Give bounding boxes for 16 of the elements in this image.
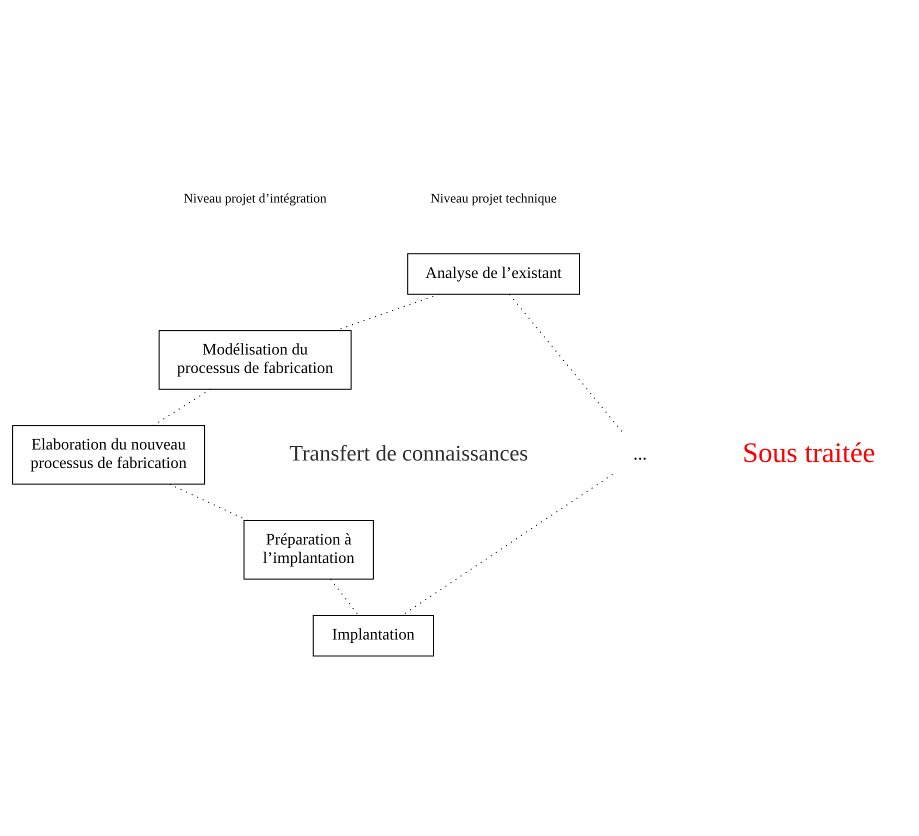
node-text: ... [633,442,647,463]
label: Niveau projet d’intégration [184,190,327,206]
connector [402,473,613,616]
node-box: Implantation [312,614,434,656]
node-box: Elaboration du nouveau processus de fabrication [12,424,206,484]
connector [153,388,211,426]
connector [509,294,624,434]
label: Niveau projet technique [430,190,557,206]
label: Sous traitée [742,437,876,468]
connector [330,578,359,616]
node-box: Analyse de l’existant [407,252,580,294]
label: Transfert de connaissances [289,440,528,466]
node-box: Préparation à l’implantation [244,520,374,580]
node-box: Modélisation du processus de fabrication [158,330,352,390]
connector [336,293,440,330]
connector [170,483,248,520]
